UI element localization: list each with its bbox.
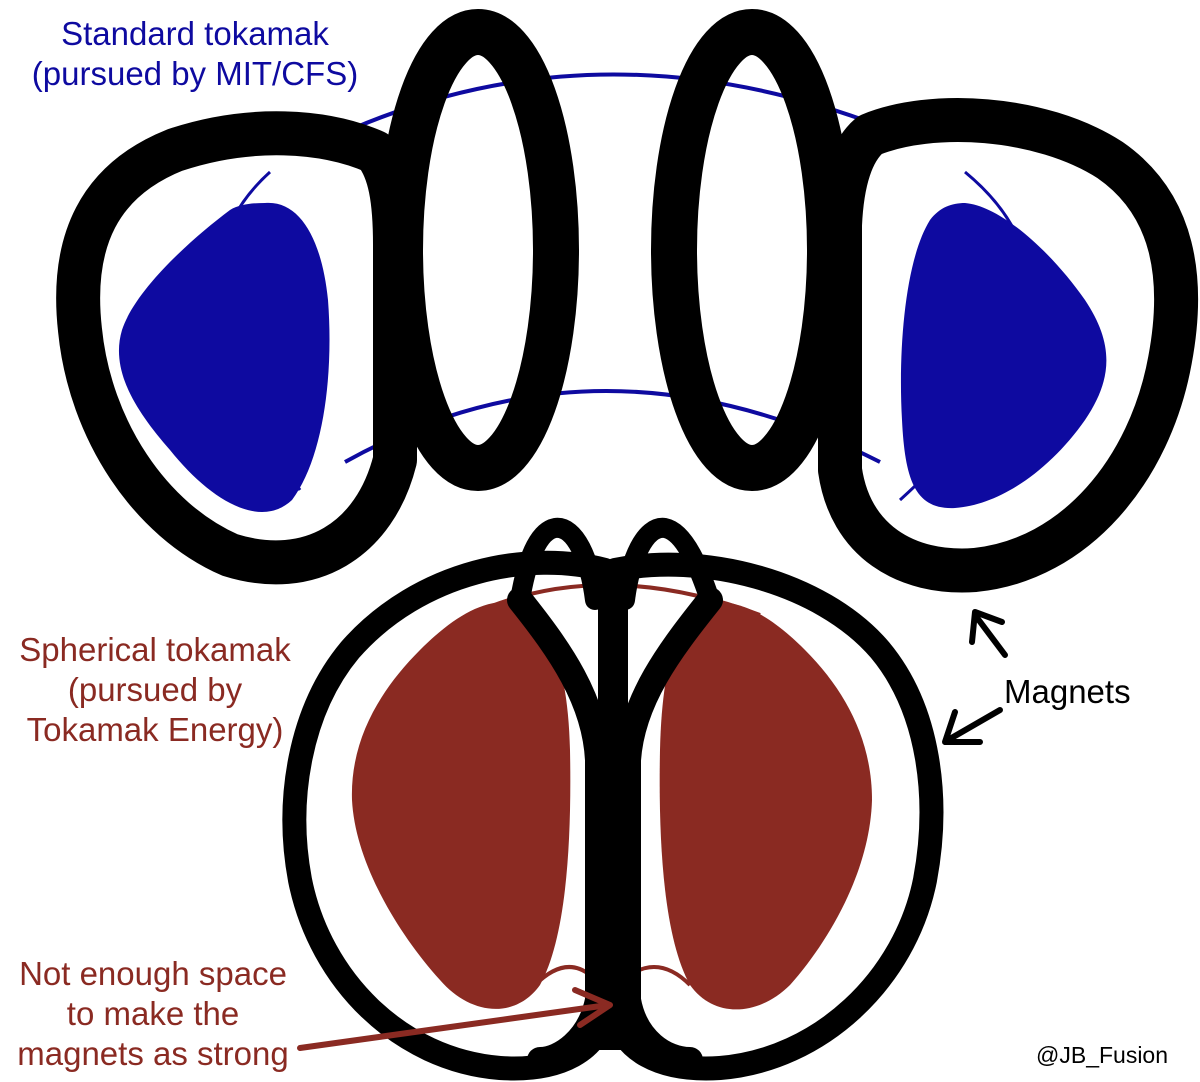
spherical-plasma-left xyxy=(351,601,571,1009)
space-note-label-line1: Not enough space xyxy=(19,955,287,992)
magnets-arrow-lower-head xyxy=(942,709,983,745)
author-credit: @JB_Fusion xyxy=(1036,1042,1169,1068)
standard-magnet-right-outer xyxy=(818,98,1199,593)
standard-plasma-right xyxy=(900,203,1107,509)
spherical-tokamak-label-line3: Tokamak Energy) xyxy=(26,711,284,748)
spherical-magnet-left-outer xyxy=(282,550,617,1081)
spherical-magnet-center-right xyxy=(615,587,723,1073)
spherical-magnet-center-left xyxy=(507,587,611,1073)
standard-tokamak-label-line2: (pursued by MIT/CFS) xyxy=(31,55,359,92)
standard-tokamak-label-line1: Standard tokamak xyxy=(61,15,329,52)
spherical-tokamak-label-line2: (pursued by xyxy=(67,671,243,708)
space-note-arrow xyxy=(297,987,613,1051)
standard-plasma-left xyxy=(118,202,330,512)
spherical-magnet-top-loop-left xyxy=(510,517,605,610)
spherical-magnet-top-loop-right xyxy=(615,517,720,610)
space-note-label-line2: to make the xyxy=(66,995,240,1032)
standard-tokamak xyxy=(56,9,1199,593)
spherical-tokamak-label: Spherical tokamak (pursued by Tokamak En… xyxy=(0,630,310,750)
standard-magnet-right-inner xyxy=(651,9,853,491)
spherical-plasma-right xyxy=(659,601,872,1010)
standard-magnet-left-inner xyxy=(377,9,579,491)
space-note-label-line3: magnets as strong xyxy=(17,1035,289,1072)
space-note-arrow-head xyxy=(572,987,613,1028)
spherical-tokamak-label-line1: Spherical tokamak xyxy=(19,631,291,668)
magnets-arrow-lower xyxy=(945,707,1003,743)
standard-magnet-left-outer xyxy=(56,111,417,585)
space-note-label: Not enough space to make the magnets as … xyxy=(0,954,306,1074)
standard-tokamak-label: Standard tokamak (pursued by MIT/CFS) xyxy=(10,14,380,94)
spherical-center-column xyxy=(598,580,628,1050)
space-note-arrow-shaft xyxy=(297,1002,611,1051)
magnets-label: Magnets xyxy=(1004,673,1131,710)
magnets-arrows xyxy=(942,609,1008,745)
spherical-tokamak xyxy=(282,517,944,1081)
magnets-arrow-upper-head xyxy=(969,609,1005,645)
magnets-arrow-upper xyxy=(972,612,1008,658)
